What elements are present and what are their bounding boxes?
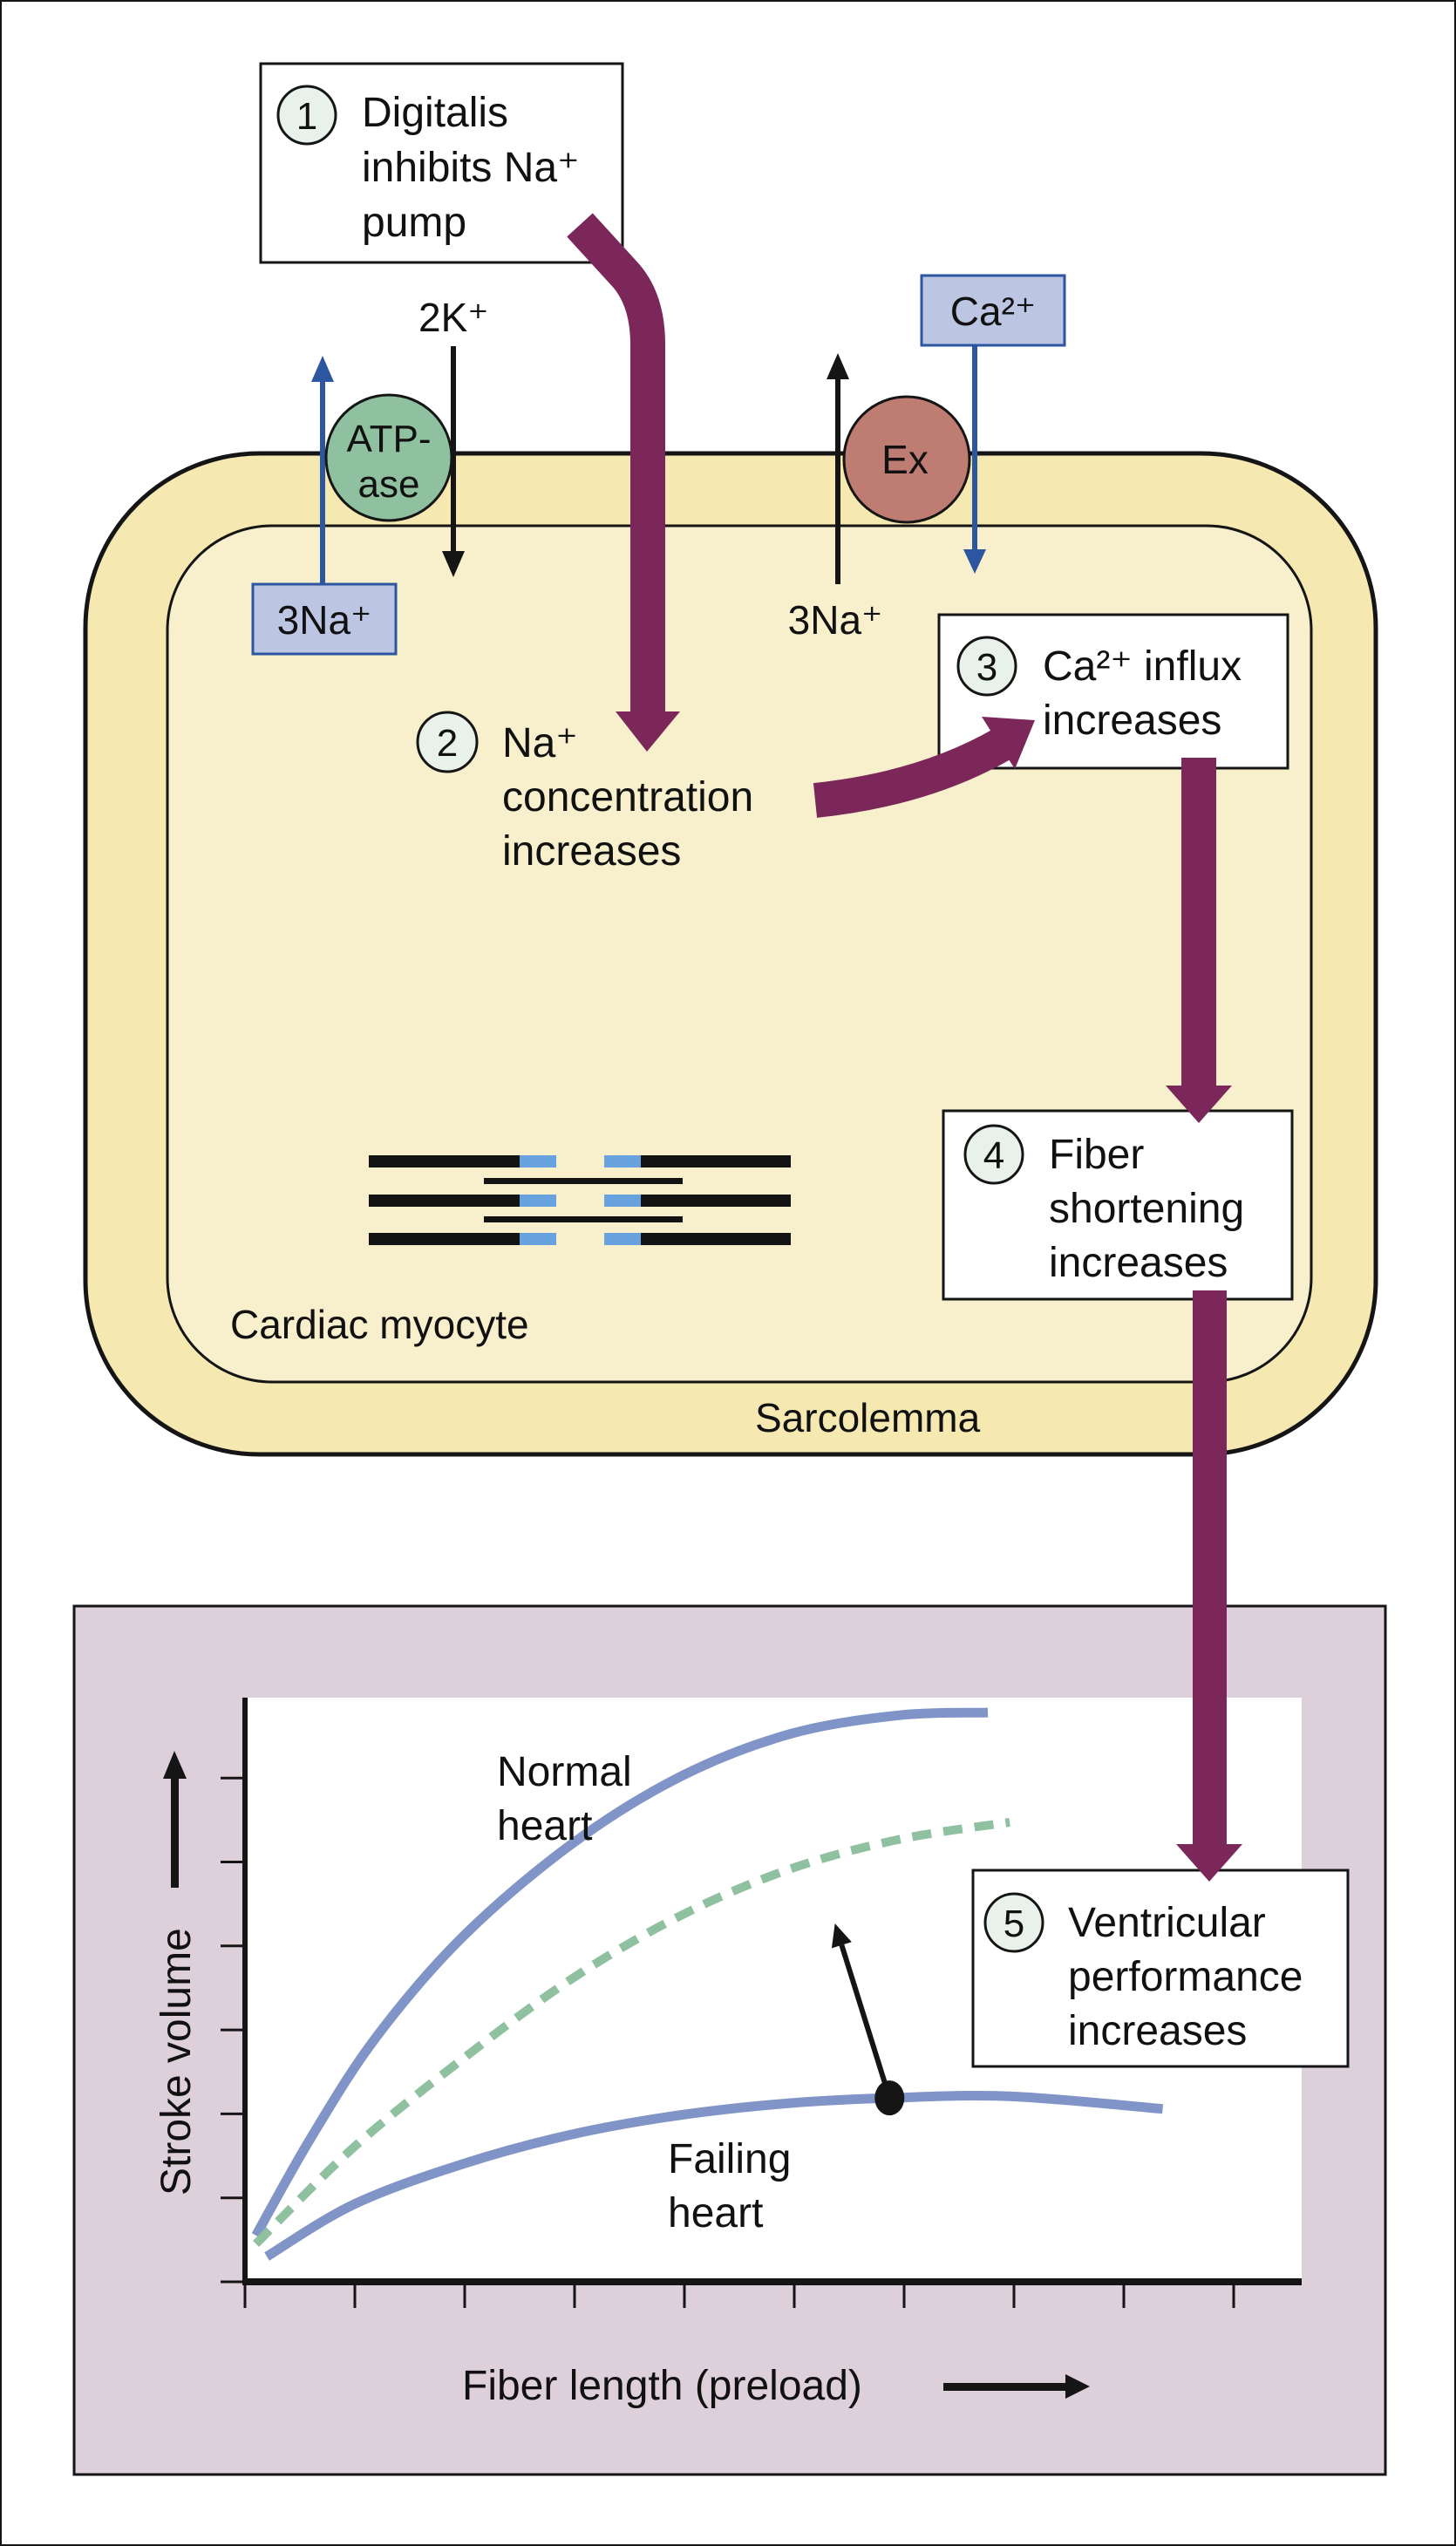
atpase-label-2: ase [358, 463, 420, 506]
step-text: inhibits Na⁺ [362, 145, 579, 191]
step-text: Digitalis [362, 90, 508, 136]
step-text: shortening [1049, 1186, 1244, 1232]
step-text: increases [1043, 698, 1221, 744]
step-number-badge [983, 1892, 1044, 1953]
arrowhead-icon [1176, 1844, 1242, 1882]
exchanger-circle [842, 395, 971, 524]
k-ion-label: 2K⁺ [418, 295, 489, 340]
arrowhead-icon [827, 353, 849, 379]
thick-filament [641, 1155, 791, 1167]
step-text: increases [502, 828, 681, 875]
step-number: 5 [1004, 1903, 1024, 1945]
flow-arrow-4-to-5 [1176, 1290, 1242, 1882]
step-text: performance [1068, 1954, 1303, 2000]
step-text: increases [1068, 2008, 1247, 2054]
thick-filament [369, 1233, 520, 1245]
na-k-atpase-pump: ATP- ase 2K⁺ 3Na⁺ [251, 295, 489, 656]
arrowhead-icon [1065, 2374, 1090, 2399]
thick-filament [641, 1233, 791, 1245]
na-ca-exchanger: Ex Ca²⁺ 3Na⁺ [788, 274, 1066, 643]
step-text: concentration [502, 774, 753, 820]
exchanger-label: Ex [881, 437, 929, 482]
atpase-label-1: ATP- [347, 418, 432, 460]
step-number: 3 [976, 646, 997, 689]
arrowhead-icon [831, 1923, 852, 1949]
step-number-badge [416, 711, 479, 773]
arrowhead-icon [442, 551, 465, 577]
step-number-badge [956, 636, 1017, 697]
arrowhead-icon [982, 717, 1035, 769]
chart-x-axis-label: Fiber length (preload) [462, 2363, 862, 2409]
step-text: Ca²⁺ influx [1043, 643, 1242, 690]
z-band [604, 1155, 641, 1167]
z-band [604, 1233, 641, 1245]
thick-filament [369, 1155, 520, 1167]
arrowhead-icon [311, 356, 334, 382]
z-band [520, 1155, 556, 1167]
normal-heart-label: Normal [497, 1749, 632, 1795]
ca-ion-box [920, 274, 1066, 347]
thin-filament [484, 1178, 683, 1184]
cell-label: Cardiac myocyte [230, 1302, 529, 1347]
y-axis-arrow [163, 1751, 187, 1888]
normal-heart-label: heart [497, 1803, 592, 1849]
na-exchanger-label: 3Na⁺ [788, 597, 883, 643]
step-number: 4 [983, 1134, 1004, 1177]
arrowhead-icon [616, 711, 680, 752]
series-line-normal-heart [251, 1707, 989, 2238]
thick-filament [641, 1195, 791, 1207]
chart-y-axis-label: Stroke volume [153, 1928, 200, 2195]
step-number: 2 [437, 722, 458, 765]
step-text: Ventricular [1068, 1900, 1266, 1946]
series-line-failing-heart [264, 2090, 1163, 2261]
step-text: Na⁺ [502, 720, 578, 766]
step-1-box: 1 Digitalis inhibits Na⁺ pump [259, 62, 624, 264]
step-number: 1 [296, 95, 317, 138]
arrowhead-icon [1166, 1086, 1232, 1123]
flow-arrow-3-to-4 [1166, 758, 1232, 1123]
step-number-badge [963, 1124, 1024, 1185]
series-line-digitalis-treated-dashed [253, 1817, 1010, 2248]
step-text: Fiber [1049, 1132, 1144, 1178]
arrowhead-icon [163, 1751, 187, 1779]
arrowhead-icon [963, 549, 986, 574]
failing-heart-label: Failing [668, 2136, 791, 2182]
sarcolemma-label: Sarcolemma [755, 1395, 981, 1440]
step-number-badge [276, 85, 337, 146]
failing-heart-label: heart [668, 2190, 763, 2236]
sarcomere [369, 1155, 791, 1245]
flow-arrow-2-to-3 [813, 717, 1035, 818]
flow-arrow-1-to-2 [567, 213, 680, 752]
shift-arrow-line [839, 1944, 893, 2100]
step-text: pump [362, 200, 466, 246]
thick-filament [369, 1195, 520, 1207]
z-band [520, 1195, 556, 1207]
step-5-box: 5 Ventricular performance increases [971, 1869, 1350, 2068]
x-axis-arrow [943, 2374, 1090, 2399]
step-2-label: 2 Na⁺ concentration increases [416, 711, 753, 875]
z-band [520, 1233, 556, 1245]
na-ion-box [251, 582, 398, 656]
step-4-box: 4 Fiber shortening increases [942, 1109, 1294, 1301]
thin-filament [484, 1216, 683, 1222]
na-ion-label: 3Na⁺ [277, 597, 372, 643]
step-text: increases [1049, 1240, 1228, 1286]
z-band [604, 1195, 641, 1207]
ca-ion-label: Ca²⁺ [950, 289, 1036, 334]
